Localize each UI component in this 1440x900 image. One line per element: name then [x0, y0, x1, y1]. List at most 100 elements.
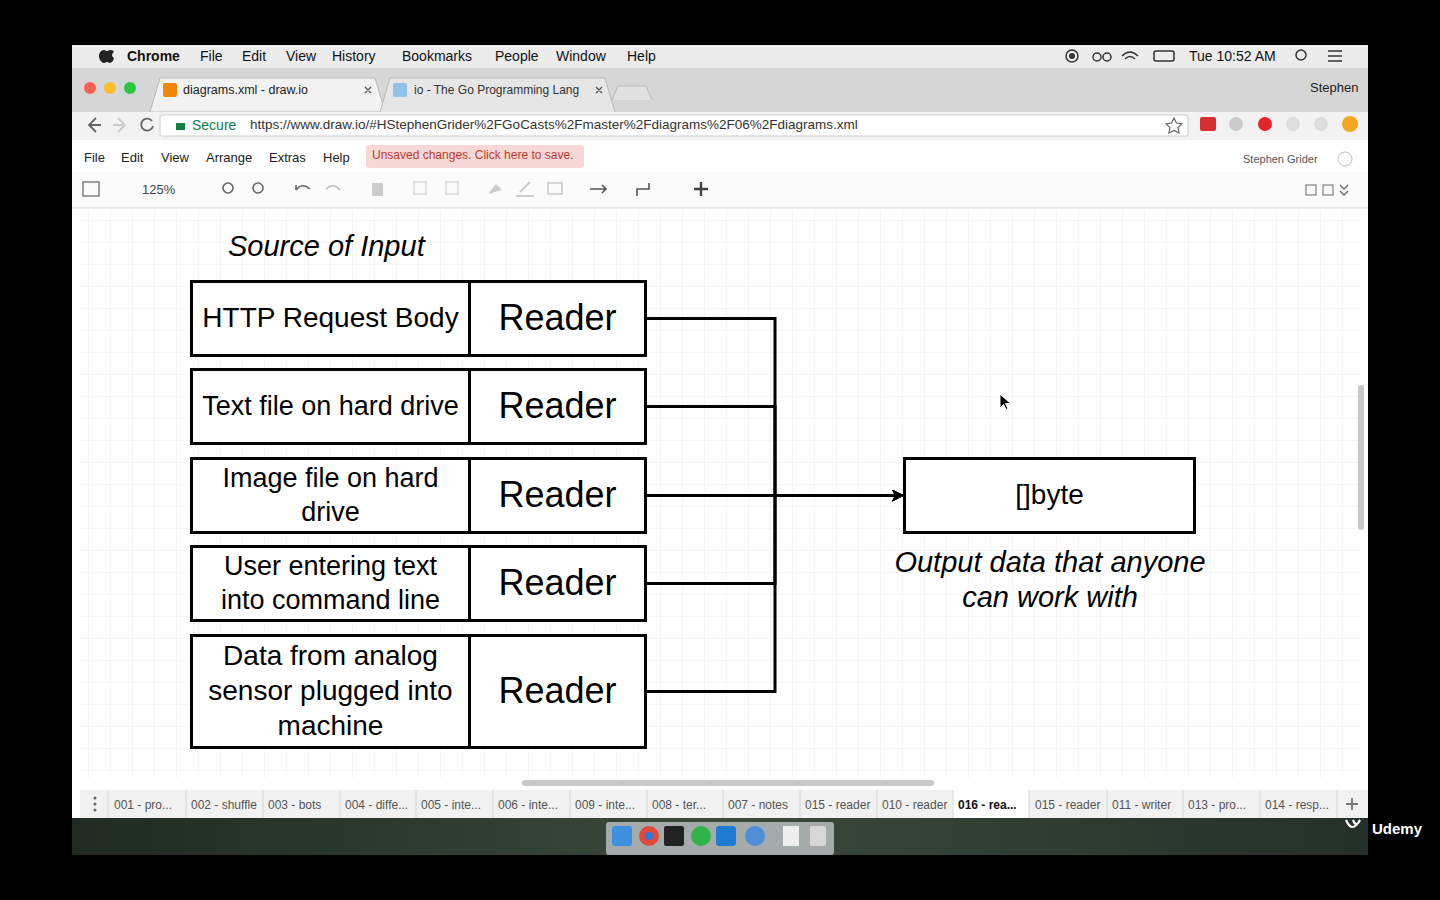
ui-label: Bookmarks	[402, 48, 472, 65]
ui-label: Stephen Grider	[1243, 153, 1318, 166]
source-box: User entering text into command line	[190, 545, 471, 622]
page-tab-label: 004 - diffe...	[345, 798, 408, 812]
box-text: Reader	[498, 669, 616, 714]
mouse-cursor	[1000, 394, 1011, 410]
ui-label: File	[84, 150, 105, 166]
extension-icon	[1286, 117, 1300, 131]
redo-icon	[326, 186, 340, 190]
ui-label: Unsaved changes. Click here to save.	[372, 148, 573, 162]
canvas-grid	[80, 210, 1360, 778]
page-tab-label: 015 - reader	[805, 798, 870, 812]
undo-icon	[296, 185, 310, 190]
tab-bar	[72, 68, 1368, 112]
reader-box: Reader	[468, 545, 647, 622]
reader-box: Reader	[468, 280, 647, 357]
dock-icon	[810, 826, 826, 846]
reader-box: Reader	[468, 457, 647, 534]
format-icon	[1323, 185, 1333, 195]
ui-label: Arrange	[206, 150, 252, 166]
box-text: Text file on hard drive	[202, 390, 459, 423]
page-tab-label: 002 - shuffle	[191, 798, 257, 812]
page-tab-label: 003 - bots	[268, 798, 321, 812]
page-tab-label: 006 - inte...	[498, 798, 558, 812]
window-button	[124, 82, 136, 94]
fill-icon	[488, 184, 502, 194]
globe-icon	[1338, 152, 1352, 166]
dock-icon	[612, 826, 632, 846]
source-box: Data from analog sensor plugged into mac…	[190, 634, 471, 749]
page-tab-label: 001 - pro...	[114, 798, 172, 812]
active-page-tab	[953, 790, 1029, 818]
window-button	[84, 82, 96, 94]
connector-arrow	[647, 496, 903, 692]
ui-label: View	[161, 150, 189, 166]
extension-icon	[1314, 117, 1328, 131]
box-text: Data from analog sensor plugged into mac…	[201, 639, 460, 743]
connector-arrow	[647, 319, 903, 496]
toolbar	[72, 112, 1368, 140]
collapse-icon	[1340, 185, 1348, 195]
toolbar-border	[72, 208, 1368, 209]
desktop-background	[72, 818, 1368, 855]
status-icon	[1066, 50, 1078, 62]
window-button	[104, 82, 116, 94]
ui-label: File	[200, 48, 223, 65]
new-tab	[612, 86, 652, 100]
extension-icon	[1258, 117, 1272, 131]
add-page-icon	[1346, 798, 1358, 810]
app-area	[72, 140, 1368, 818]
dock-icon	[716, 826, 736, 846]
box-text: Reader	[498, 473, 616, 518]
toolbar-icon	[83, 182, 99, 196]
toolbar-icon	[446, 182, 458, 194]
active-tab	[150, 78, 385, 112]
shadow-icon	[548, 183, 562, 194]
connector-arrow	[647, 407, 903, 496]
delete-icon	[372, 183, 383, 196]
status-icon	[1069, 53, 1075, 59]
search-icon	[1296, 50, 1306, 60]
extension-icon	[1229, 117, 1243, 131]
scrollbar	[522, 780, 934, 786]
line-color-icon	[516, 182, 534, 196]
ui-label: Tue 10:52 AM	[1189, 48, 1276, 65]
status-icon	[1093, 53, 1101, 61]
box-text: Reader	[498, 384, 616, 429]
toolbar-icon	[414, 182, 426, 194]
page-tab-label: 007 - notes	[728, 798, 788, 812]
status-icon	[1103, 53, 1111, 61]
ui-label: io - The Go Programming Lang	[414, 83, 579, 97]
ui-label: Chrome	[127, 48, 180, 65]
ui-label: Help	[627, 48, 656, 65]
dock-icon	[639, 826, 659, 846]
page-tab-label: 014 - resp...	[1265, 798, 1329, 812]
output-caption: Output data that anyone can work with	[890, 545, 1210, 615]
ui-label: Window	[556, 48, 606, 65]
output-box: []byte	[903, 457, 1196, 534]
connector-arrow	[647, 496, 903, 584]
insert-icon	[694, 182, 708, 196]
ui-label: History	[332, 48, 376, 65]
fullscreen-icon	[1306, 185, 1316, 195]
reader-box: Reader	[468, 368, 647, 445]
list-icon	[1328, 51, 1342, 61]
page-tab-label: 011 - writer	[1112, 798, 1171, 812]
reader-box: Reader	[468, 634, 647, 749]
page-tab-bar	[80, 790, 1368, 818]
source-box: HTTP Request Body	[190, 280, 471, 357]
source-box: Text file on hard drive	[190, 368, 471, 445]
ui-label: People	[495, 48, 539, 65]
canvas	[80, 210, 1360, 778]
udemy-logo	[1346, 820, 1360, 827]
box-text: Reader	[498, 296, 616, 341]
dock-icon	[664, 826, 684, 846]
reload-icon	[141, 119, 153, 131]
ui-label: View	[286, 48, 316, 65]
source-box: Image file on hard drive	[190, 457, 471, 534]
favicon	[393, 83, 407, 97]
ui-label: https://www.draw.io/#HStephenGrider%2FGo…	[250, 117, 858, 133]
ui-label: diagrams.xml - draw.io	[183, 83, 308, 98]
